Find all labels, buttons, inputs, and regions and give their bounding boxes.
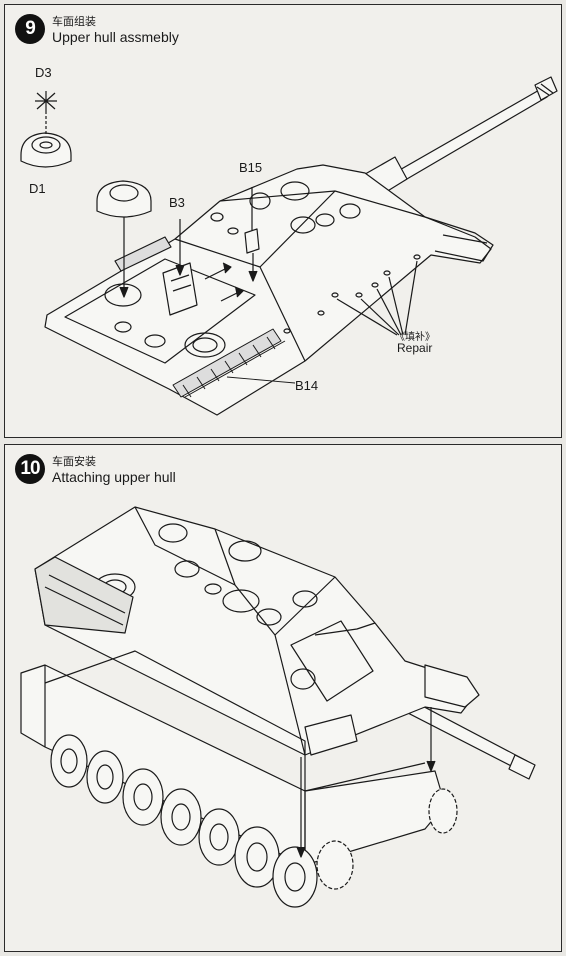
step-number-badge: 9 (15, 14, 45, 44)
upper-hull-body (35, 507, 479, 755)
part-label-d3: D3 (35, 65, 52, 80)
part-vent (97, 181, 151, 297)
repair-label-zh: 《填补》 (395, 332, 435, 343)
step-title-en: Attaching upper hull (52, 469, 176, 485)
part-d1 (21, 133, 71, 167)
part-b15 (245, 187, 259, 281)
part-label-b14: B14 (295, 378, 319, 393)
repair-label-en: Repair (397, 341, 433, 355)
lower-hull-body (21, 651, 445, 865)
step-number-badge: 10 (15, 454, 45, 484)
part-label-d1: D1 (29, 181, 46, 196)
step-9-panel: 9 车面组装 Upper hull assmebly (4, 4, 562, 438)
step-10-panel: 10 车面安装 Attaching upper hull (4, 444, 562, 952)
step-title-zh: 车面安装 (52, 455, 96, 468)
repair-holes (284, 255, 420, 335)
upper-hull-assembly-drawing (5, 5, 561, 437)
assembly-arrow-icon (176, 219, 243, 301)
step-title-zh: 车面组装 (52, 15, 96, 28)
part-label-b3: B3 (169, 195, 185, 210)
step-title-en: Upper hull assmebly (52, 29, 179, 45)
hull-attachment-drawing (5, 445, 561, 951)
road-wheels (51, 735, 457, 907)
gun-barrel (360, 77, 557, 200)
part-d3 (35, 91, 57, 135)
part-label-b15: B15 (239, 160, 263, 175)
assembly-arrow-icon (297, 707, 435, 857)
